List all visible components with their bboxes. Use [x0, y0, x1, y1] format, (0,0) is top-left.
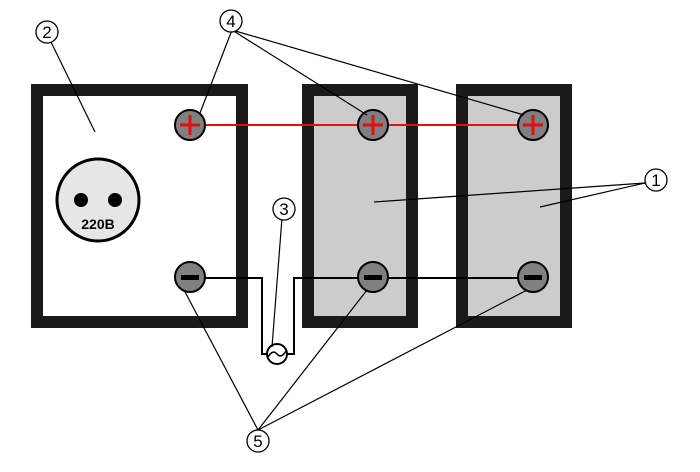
negative-terminal-icon	[357, 261, 389, 293]
negative-terminal-icon	[174, 261, 206, 293]
callout-5: 5	[246, 429, 270, 453]
svg-text:1: 1	[651, 171, 660, 190]
svg-text:5: 5	[253, 432, 262, 451]
battery-2	[456, 84, 572, 328]
socket-voltage-label: 220В	[81, 216, 114, 232]
positive-terminal-icon	[357, 109, 389, 141]
callout-4: 4	[219, 9, 243, 33]
svg-text:3: 3	[279, 200, 288, 219]
negative-terminal-icon	[517, 261, 549, 293]
callout-3: 3	[272, 197, 296, 221]
positive-terminal-icon	[174, 109, 206, 141]
svg-text:2: 2	[42, 23, 51, 42]
negative-wire-from-fuse	[286, 277, 518, 355]
callout-2: 2	[35, 20, 59, 44]
svg-text:4: 4	[226, 12, 235, 31]
positive-terminal-icon	[517, 109, 549, 141]
fuse-icon	[266, 343, 288, 365]
negative-wire-to-fuse	[194, 277, 268, 355]
socket-icon: 220В	[55, 157, 141, 243]
leader-lines	[49, 29, 646, 431]
callout-1: 1	[644, 168, 668, 192]
